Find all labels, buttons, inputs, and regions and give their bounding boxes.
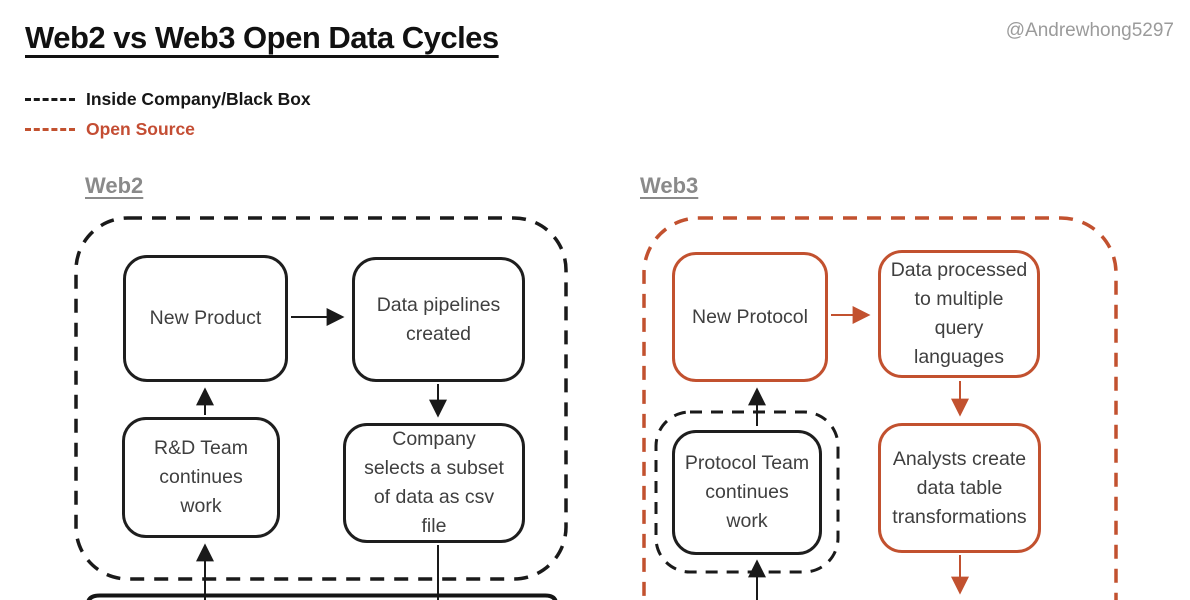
protocol-team-blackbox-container [654,410,840,574]
node-new-protocol: New Protocol [672,252,828,382]
legend-label-open-source: Open Source [86,118,195,139]
black-dashed-line-swatch [25,97,75,101]
web3-heading: Web3 [640,173,699,198]
author-handle: @Andrewhong5297 [1005,20,1174,41]
node-data-pipelines-created: Data pipelines created [352,257,525,382]
legend-item-open-source: Open Source [25,114,311,144]
node-protocol-team-continues-work: Protocol Team continues work [672,430,822,555]
legend: Inside Company/Black Box Open Source [25,84,311,144]
legend-item-inside-company: Inside Company/Black Box [25,84,311,114]
cutoff-box-top-edge [86,593,558,600]
page-title: Web2 vs Web3 Open Data Cycles [25,20,499,55]
orange-dashed-line-swatch [25,127,75,131]
web2-blackbox-container [74,216,568,581]
node-new-product: New Product [123,255,288,382]
node-company-selects-csv: Company selects a subset of data as csv … [343,423,525,543]
node-data-processed-query-languages: Data processed to multiple query languag… [878,250,1040,378]
legend-label-inside-company: Inside Company/Black Box [86,88,311,109]
web3-opensource-container [642,216,1118,600]
web2-heading: Web2 [85,173,144,198]
node-analysts-create-transformations: Analysts create data table transformatio… [878,423,1041,553]
node-rd-team-continues-work: R&D Team continues work [122,417,280,538]
